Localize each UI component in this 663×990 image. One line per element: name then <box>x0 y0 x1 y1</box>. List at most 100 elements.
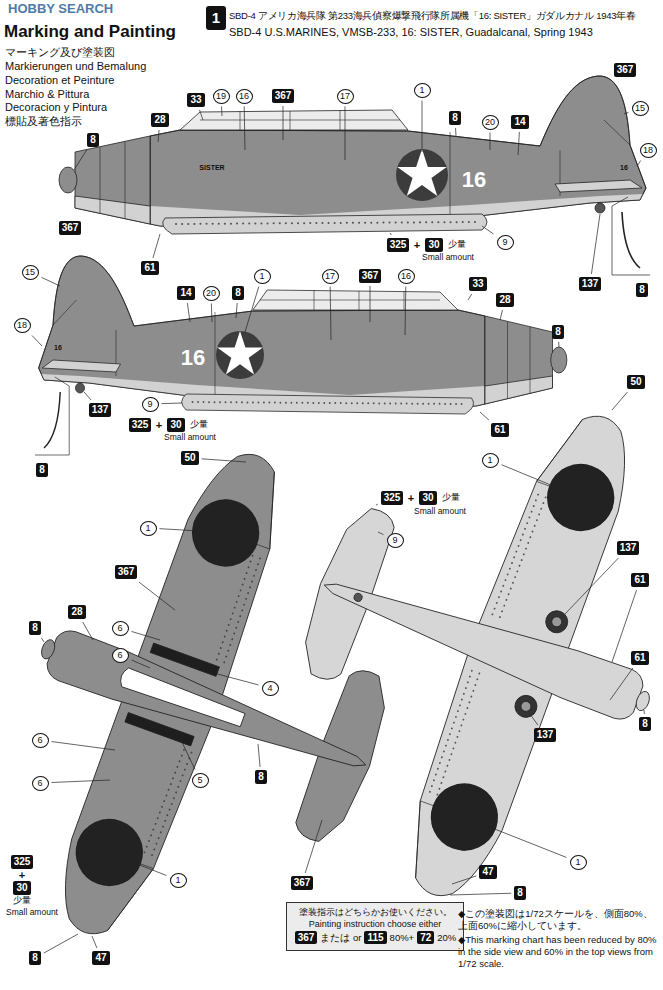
aircraft-marking: 16 <box>54 344 62 352</box>
leader-line <box>637 161 641 167</box>
paint-code: 30 <box>167 418 184 432</box>
leader-line <box>624 112 629 114</box>
callout-number: 1 <box>140 521 157 536</box>
paint-code: 28 <box>68 605 85 619</box>
paint-choice-box: 塗装指示はどちらかお使いください。Painting instruction ch… <box>286 902 464 951</box>
leader-line <box>153 234 160 258</box>
amount-note: Small amount <box>413 507 467 517</box>
paint-code: 8 <box>29 951 41 965</box>
plus-sign: + <box>414 239 420 252</box>
leader-line <box>345 107 346 161</box>
amount-note: 少量 <box>447 240 467 250</box>
callout-number: 18 <box>14 318 31 333</box>
leader-line <box>160 529 201 531</box>
leader-line <box>32 336 42 347</box>
callout-number: 20 <box>482 115 499 130</box>
paint-code: 30 <box>425 238 442 252</box>
sheet-title: Marking and Painting <box>4 22 176 42</box>
leader-line <box>211 304 213 323</box>
leader-line <box>52 742 116 750</box>
paint-code: 47 <box>92 951 109 965</box>
leader-line <box>84 392 91 400</box>
callout-number: 18 <box>640 143 657 158</box>
paint-code: 50 <box>181 451 198 465</box>
callout-number: 16 <box>398 269 415 284</box>
paint-code: 61 <box>491 423 508 437</box>
callout-number: 1 <box>570 855 587 870</box>
paint-code: 367 <box>291 876 314 890</box>
leader-line <box>158 130 159 142</box>
leader-line <box>530 714 538 725</box>
amount-note: 少量 <box>12 896 32 906</box>
paint-code: 8 <box>636 283 648 297</box>
paint-code: 8 <box>552 325 564 339</box>
leader-line <box>92 936 97 948</box>
leader-line <box>245 287 259 333</box>
ratio-text: 80%+ <box>390 932 415 944</box>
paint-code: 8 <box>449 111 461 125</box>
paint-code: 61 <box>141 261 158 275</box>
callout-number: 20 <box>203 286 220 301</box>
paint-code: 30 <box>13 881 30 895</box>
callout-number: 4 <box>262 681 279 696</box>
ratio-text: または or <box>320 932 361 944</box>
leader-line <box>221 107 222 117</box>
leader-line <box>202 459 246 462</box>
leader-line <box>565 558 618 614</box>
text-row: Painting instruction choose either <box>292 919 458 931</box>
paint-code: 8 <box>639 717 651 731</box>
paint-code: 325 <box>129 418 152 432</box>
watermark: HOBBY SEARCH <box>8 2 113 17</box>
amount-note: 少量 <box>189 420 209 430</box>
leader-line <box>500 310 503 320</box>
leader-line <box>455 128 456 136</box>
paint-code: 137 <box>617 541 640 555</box>
leader-line <box>644 710 645 714</box>
paint-code: 367 <box>614 63 637 77</box>
caption-text: SBD-4 アメリカ海兵隊 第233海兵偵察爆撃飛行隊所属機「16: SISTE… <box>229 11 636 22</box>
paint-code: 50 <box>627 375 644 389</box>
leader-line <box>422 101 423 153</box>
leader-line <box>405 287 407 336</box>
paint-code: 367 <box>59 221 82 235</box>
leader-line <box>482 226 494 234</box>
paint-code: 137 <box>579 277 602 291</box>
instruction-text: Painting instruction choose either <box>309 919 442 931</box>
leader-line <box>612 392 627 410</box>
leader-line <box>187 303 190 322</box>
paint-code: 8 <box>29 621 41 635</box>
amount-note: Small amount <box>163 433 217 443</box>
paint-code: 14 <box>177 286 194 300</box>
callout-number: 9 <box>142 397 159 412</box>
leader-line <box>452 876 476 884</box>
paint-code: 8 <box>255 770 267 784</box>
sheet-number-badge: 1 <box>206 6 226 30</box>
caption-text: 標貼及著色指示 <box>5 115 82 128</box>
plus-sign: + <box>19 869 25 882</box>
paint-code: 367 <box>115 565 138 579</box>
paint-code: 47 <box>479 865 496 879</box>
leader-line <box>376 504 378 506</box>
plus-sign: + <box>408 492 414 505</box>
leader-line <box>370 286 371 322</box>
paint-code: 8 <box>36 463 48 477</box>
callout-number: 1 <box>254 269 271 284</box>
callout-number: 6 <box>112 621 129 636</box>
leader-line <box>480 412 489 420</box>
paint-code: 137 <box>89 403 112 417</box>
ratio-text: 20% <box>437 932 456 944</box>
leader-line <box>330 287 332 341</box>
scale-note: ◆This marking chart has been reduced by … <box>458 934 658 970</box>
paint-code: 28 <box>496 293 513 307</box>
aircraft-marking: 16 <box>620 164 628 172</box>
text-row: 塗装指示はどちらかお使いください。 <box>292 907 458 919</box>
caption-text: Markierungen und Bemalung <box>5 60 146 73</box>
paint-code: 8 <box>514 886 526 900</box>
callout-number: 15 <box>22 265 39 280</box>
caption-text: Decoration et Peinture <box>5 74 114 87</box>
paint-code: 8 <box>87 133 99 147</box>
paint-code: 367 <box>272 89 295 103</box>
paint-code: 28 <box>151 113 168 127</box>
